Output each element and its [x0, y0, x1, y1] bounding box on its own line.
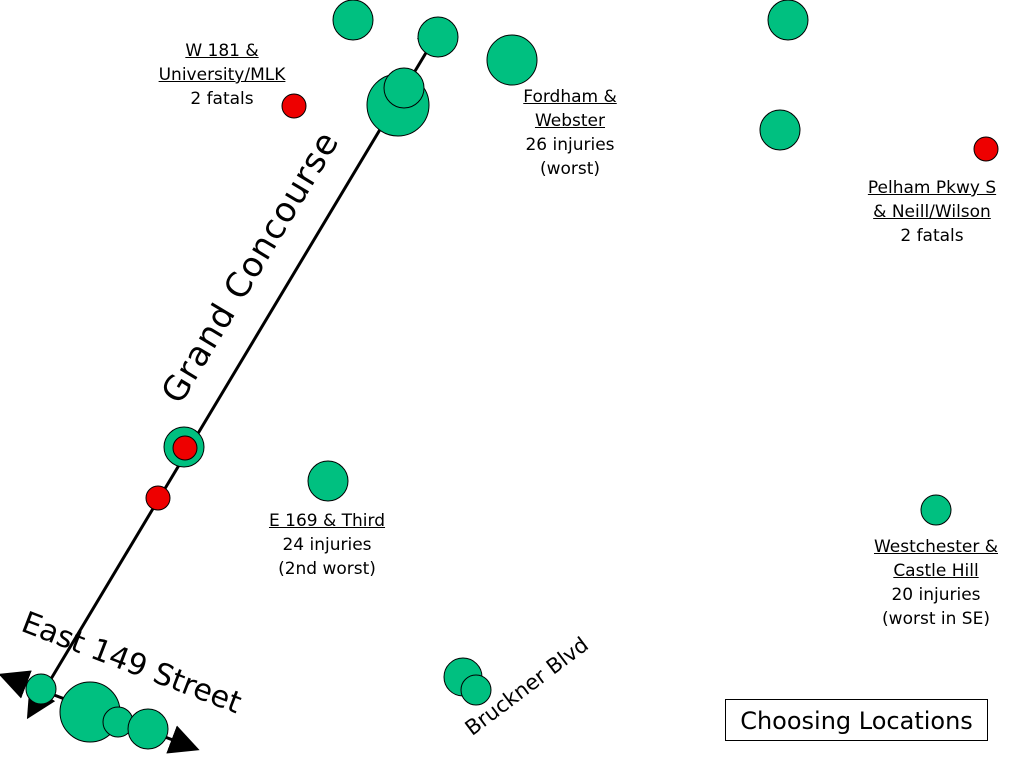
location-name: University/MLK	[158, 65, 286, 85]
injury-marker[interactable]	[383, 67, 425, 109]
label-e169-third: E 169 & Third 24 injuries (2nd worst)	[252, 509, 402, 581]
location-stat: 20 injuries	[891, 585, 981, 605]
location-name: & Neill/Wilson	[873, 202, 991, 222]
injury-marker[interactable]	[460, 674, 492, 706]
fatal-marker[interactable]	[172, 435, 198, 461]
label-westchester-castle-hill: Westchester & Castle Hill 20 injuries (w…	[860, 535, 1012, 631]
injury-marker[interactable]	[127, 708, 169, 750]
location-name: W 181 &	[185, 41, 259, 61]
injury-marker-fordham-webster[interactable]	[486, 34, 538, 86]
slide-title: Choosing Locations	[725, 699, 988, 741]
location-name: E 169 & Third	[268, 511, 386, 531]
injury-marker[interactable]	[417, 16, 459, 58]
location-note: (worst in SE)	[882, 609, 990, 629]
location-name: Webster	[534, 111, 606, 131]
location-note: (2nd worst)	[278, 559, 376, 579]
east-149-street-label: East 149 Street	[17, 605, 247, 721]
location-stat: 2 fatals	[900, 226, 964, 246]
location-stat: 2 fatals	[190, 89, 254, 109]
injury-marker[interactable]	[25, 673, 57, 705]
fatal-markers	[145, 93, 999, 511]
fatal-marker-w181-university[interactable]	[281, 93, 307, 119]
fatal-marker-pelham-pkwy[interactable]	[973, 136, 999, 162]
injury-marker-e169-third[interactable]	[307, 460, 349, 502]
injury-marker[interactable]	[759, 109, 801, 151]
location-name: Westchester &	[873, 537, 998, 557]
location-name: Castle Hill	[893, 561, 979, 581]
injury-markers	[25, 0, 952, 750]
location-note: (worst)	[539, 159, 601, 179]
label-w181-university: W 181 & University/MLK 2 fatals	[140, 39, 304, 111]
grand-concourse-arrow	[26, 20, 446, 720]
injury-marker[interactable]	[332, 0, 374, 41]
injury-marker[interactable]	[767, 0, 809, 41]
location-name: Fordham &	[523, 87, 617, 107]
location-name: Pelham Pkwy S	[867, 178, 997, 198]
grand-concourse-label: Grand Concourse	[154, 124, 348, 410]
injury-marker-westchester-castle-hill[interactable]	[920, 494, 952, 526]
label-fordham-webster: Fordham & Webster 26 injuries (worst)	[500, 85, 640, 181]
label-pelham-pkwy: Pelham Pkwy S & Neill/Wilson 2 fatals	[850, 176, 1014, 248]
location-stat: 26 injuries	[525, 135, 615, 155]
location-stat: 24 injuries	[282, 535, 372, 555]
fatal-marker[interactable]	[145, 485, 171, 511]
